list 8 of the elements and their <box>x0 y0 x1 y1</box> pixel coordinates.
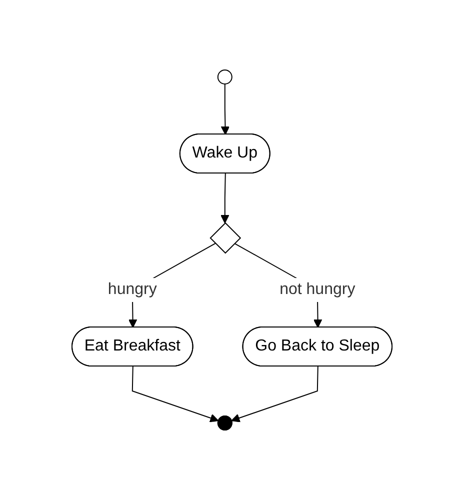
edge-label: hungry <box>108 280 158 298</box>
node-circle <box>218 70 233 84</box>
arrow <box>132 366 220 422</box>
arrow <box>232 366 319 422</box>
edge-label: not hungry <box>280 280 356 298</box>
arrow <box>221 84 230 135</box>
arrow <box>220 173 230 224</box>
node-diamond <box>210 222 242 254</box>
